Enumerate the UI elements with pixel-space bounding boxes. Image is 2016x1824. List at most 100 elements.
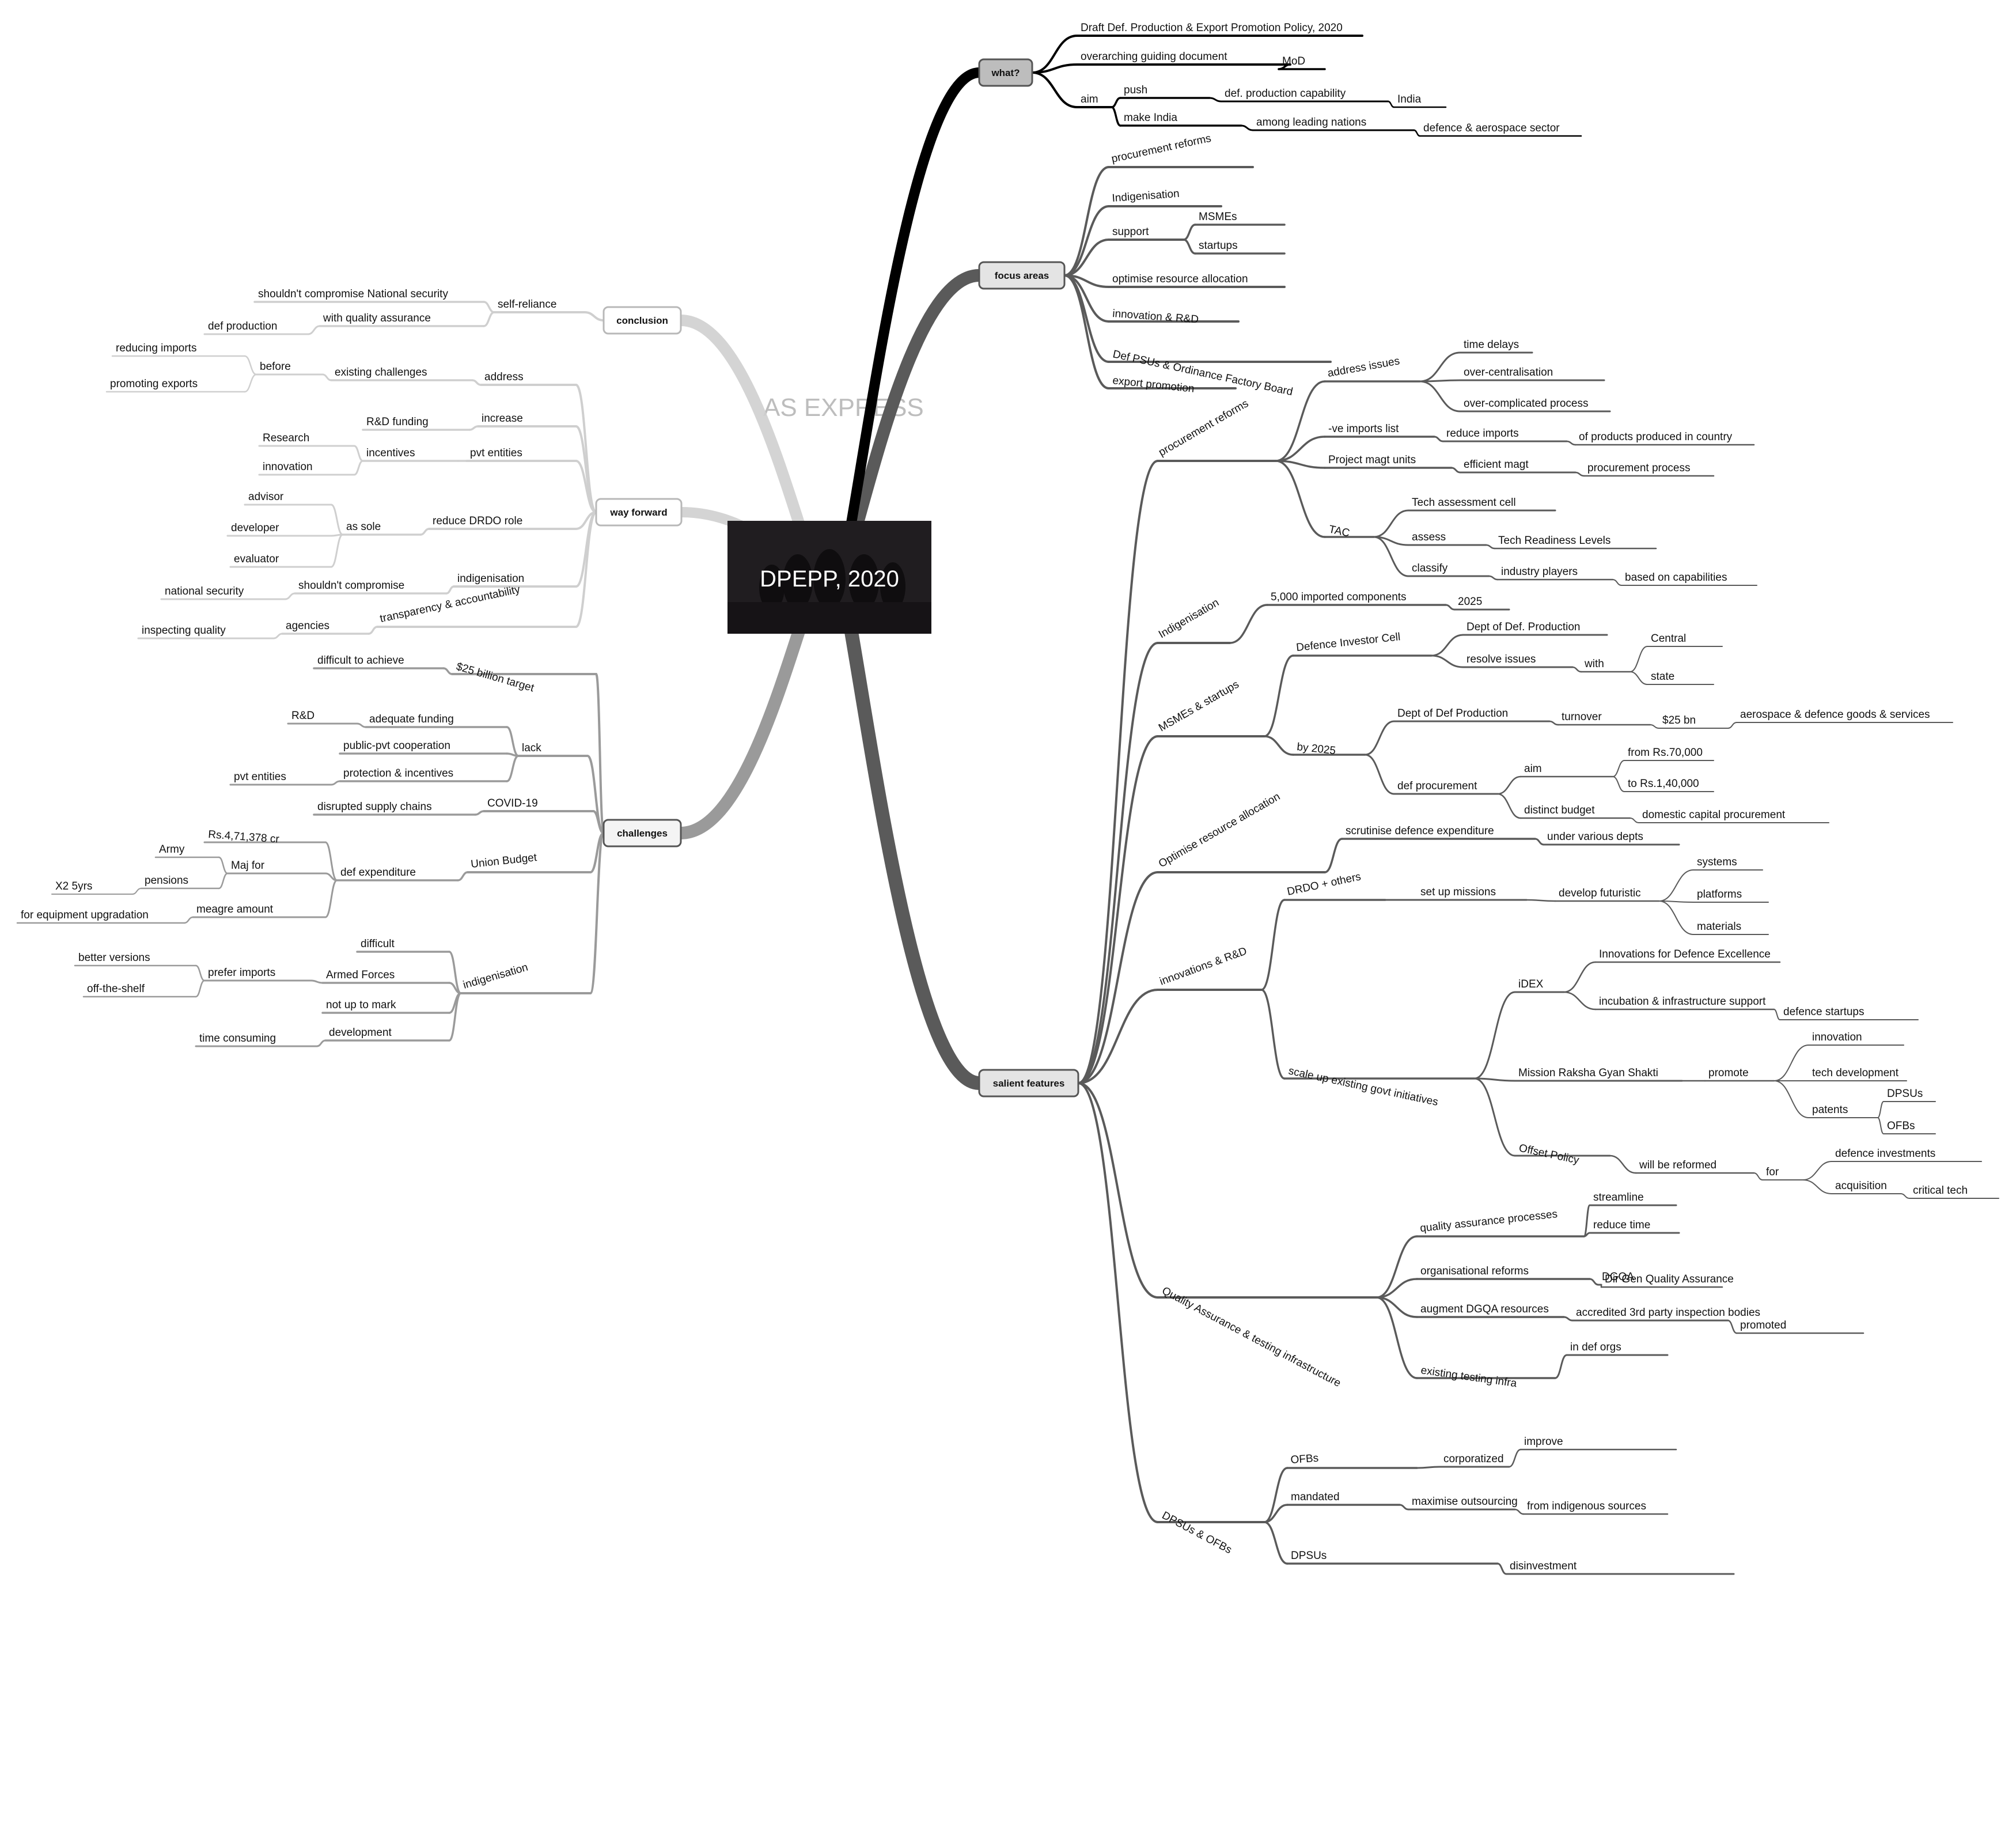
node-evaluator[interactable]: evaluator [234,553,279,565]
node-disrupted-supply-chains[interactable]: disrupted supply chains [317,801,432,813]
node-agencies[interactable]: agencies [286,620,329,632]
node-defence-startups[interactable]: defence startups [1783,1006,1864,1018]
node-shouldn-t-compromise-national-security[interactable]: shouldn't compromise National security [258,288,448,300]
node-materials[interactable]: materials [1697,921,1741,933]
node-domestic-capital-procurement[interactable]: domestic capital procurement [1642,809,1786,821]
node-classify[interactable]: classify [1412,562,1448,574]
node-inspecting-quality[interactable]: inspecting quality [142,625,226,637]
node-time-delays[interactable]: time delays [1464,339,1519,351]
node-innovations-for-defence-excellence[interactable]: Innovations for Defence Excellence [1599,948,1771,960]
node-dpsus[interactable]: DPSUs [1291,1550,1327,1562]
node-over-centralisation[interactable]: over-centralisation [1464,366,1553,379]
node-difficult[interactable]: difficult [361,938,395,950]
node-from-rs-70-000[interactable]: from Rs.70,000 [1628,747,1703,759]
node-msmes[interactable]: MSMEs [1199,211,1237,223]
node-quality-assurance-testing-infrastructure[interactable]: Quality Assurance & testing infrastructu… [1160,1285,1343,1390]
node-assess[interactable]: assess [1412,531,1446,543]
node-make-india[interactable]: make India [1124,112,1177,124]
node-tech-development[interactable]: tech development [1812,1067,1899,1079]
node-promoted[interactable]: promoted [1740,1319,1786,1331]
node-industry-players[interactable]: industry players [1501,566,1578,578]
node-def-production[interactable]: def production [208,320,277,332]
node-defence-aerospace-sector[interactable]: defence & aerospace sector [1423,122,1560,134]
node-state[interactable]: state [1651,671,1674,683]
node-def-expenditure[interactable]: def expenditure [340,866,416,879]
node-aim[interactable]: aim [1081,93,1098,105]
node-procurement-reforms[interactable]: procurement reforms [1111,133,1212,165]
node-among-leading-nations[interactable]: among leading nations [1256,116,1366,128]
topic-focus-areas[interactable]: focus areas [978,261,1066,290]
node-corporatized[interactable]: corporatized [1443,1453,1504,1465]
node-organisational-reforms[interactable]: organisational reforms [1420,1265,1529,1277]
node-develop-futuristic[interactable]: develop futuristic [1559,887,1641,899]
node-distinct-budget[interactable]: distinct budget [1524,804,1595,816]
node-difficult-to-achieve[interactable]: difficult to achieve [317,654,404,667]
node-national-security[interactable]: national security [165,585,244,597]
node-mission-raksha-gyan-shakti[interactable]: Mission Raksha Gyan Shakti [1518,1067,1658,1079]
node-startups[interactable]: startups [1199,240,1238,252]
node-under-various-depts[interactable]: under various depts [1547,831,1643,843]
node-defence-investments[interactable]: defence investments [1835,1148,1935,1160]
node-augment-dgqa-resources[interactable]: augment DGQA resources [1420,1303,1549,1315]
node-r-d[interactable]: R&D [291,710,314,722]
node-adequate-funding[interactable]: adequate funding [369,713,454,725]
node-idex[interactable]: iDEX [1518,978,1544,990]
node-drdo-others[interactable]: DRDO + others [1286,871,1362,898]
node-armed-forces[interactable]: Armed Forces [326,969,395,981]
node-with-quality-assurance[interactable]: with quality assurance [323,312,431,324]
node-innovation-r-d[interactable]: innovation & R&D [1112,308,1199,326]
node-dept-of-def-production[interactable]: Dept of Def Production [1397,707,1508,720]
node-reduce-drdo-role[interactable]: reduce DRDO role [433,515,522,527]
node-reduce-time[interactable]: reduce time [1593,1219,1650,1231]
node-incentives[interactable]: incentives [366,447,415,459]
node-efficient-magt[interactable]: efficient magt [1464,459,1529,471]
node-optimise-resource-allocation[interactable]: optimise resource allocation [1112,273,1248,285]
node-public-pvt-cooperation[interactable]: public-pvt cooperation [343,740,450,752]
node-patents[interactable]: patents [1812,1104,1848,1116]
node-tech-assessment-cell[interactable]: Tech assessment cell [1412,497,1516,509]
central-topic[interactable]: DPEPP, 2020 [727,521,931,634]
node-pvt-entities[interactable]: pvt entities [470,447,522,459]
node-draft-def-production-export-promotion-policy-2020[interactable]: Draft Def. Production & Export Promotion… [1081,22,1343,34]
node-x2-5yrs[interactable]: X2 5yrs [55,880,92,892]
node-central[interactable]: Central [1651,633,1686,645]
node-development[interactable]: development [329,1027,392,1039]
node-dgqa[interactable]: DGQA [1602,1271,1634,1283]
node-streamline[interactable]: streamline [1593,1191,1644,1204]
node-pvt-entities[interactable]: pvt entities [234,771,286,783]
node-address-issues[interactable]: address issues [1327,355,1400,380]
node-ofbs[interactable]: OFBs [1887,1120,1915,1132]
node-mandated[interactable]: mandated [1291,1491,1340,1503]
node-prefer-imports[interactable]: prefer imports [208,967,275,979]
node-overarching-guiding-document[interactable]: overarching guiding document [1081,51,1227,63]
node-meagre-amount[interactable]: meagre amount [196,903,274,915]
node-scale-up-existing-govt-initiatives[interactable]: scale up existing govt initiatives [1287,1065,1439,1108]
node-to-rs-1-40-000[interactable]: to Rs.1,40,000 [1628,778,1699,790]
node-from-indigenous-sources[interactable]: from indigenous sources [1527,1500,1646,1512]
node-export-promotion[interactable]: export promotion [1112,374,1195,395]
node-procurement-reforms[interactable]: procurement reforms [1157,398,1250,459]
node-critical-tech[interactable]: critical tech [1913,1185,1968,1197]
node-promoting-exports[interactable]: promoting exports [110,378,198,390]
node-systems[interactable]: systems [1697,856,1737,868]
node-as-sole[interactable]: as sole [346,521,381,533]
topic-conclusion[interactable]: conclusion [602,306,682,335]
node-of-products-produced-in-country[interactable]: of products produced in country [1579,431,1733,443]
node-25-bn[interactable]: $25 bn [1662,714,1696,726]
node-ve-imports-list[interactable]: -ve imports list [1328,423,1399,435]
node-dpsus-ofbs[interactable]: DPSUs & OFBs [1160,1509,1234,1556]
node-indigenisation[interactable]: indigenisation [457,573,524,585]
node-existing-testing-infra[interactable]: existing testing infra [1420,1364,1518,1390]
node-aim[interactable]: aim [1524,763,1542,775]
node-mod[interactable]: MoD [1282,55,1305,67]
node-scrutinise-defence-expenditure[interactable]: scrutinise defence expenditure [1346,825,1494,837]
node-lack[interactable]: lack [522,742,541,754]
node-incubation-infrastructure-support[interactable]: incubation & infrastructure support [1599,996,1766,1008]
topic-salient-features[interactable]: salient features [978,1069,1079,1098]
node-innovations-r-d[interactable]: innovations & R&D [1158,945,1249,987]
node-pensions[interactable]: pensions [145,875,188,887]
node-indigenisation[interactable]: Indigenisation [1157,597,1221,641]
node-disinvestment[interactable]: disinvestment [1510,1560,1577,1572]
node-time-consuming[interactable]: time consuming [199,1032,276,1045]
node-maximise-outsourcing[interactable]: maximise outsourcing [1412,1496,1518,1508]
